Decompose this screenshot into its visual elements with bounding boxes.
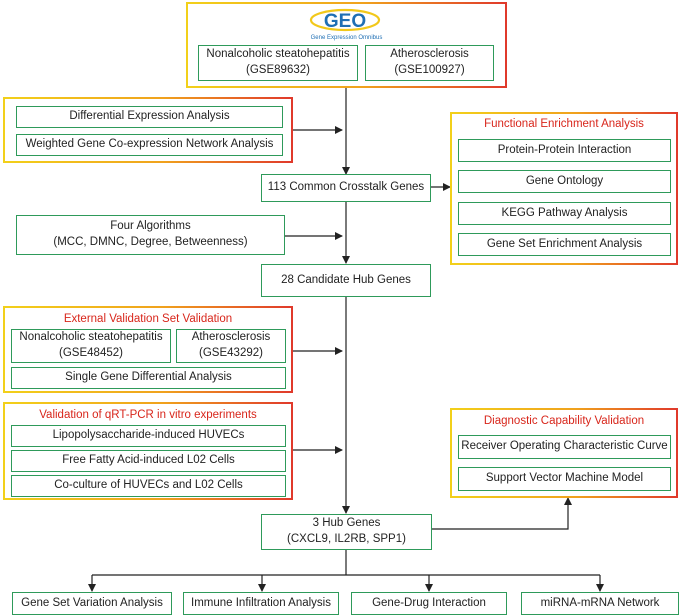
dataset-nash-gse48452: Nonalcoholic steatohepatitis (GSE48452) [11, 329, 171, 363]
functional-item: Gene Ontology [458, 170, 671, 193]
wgcna: Weighted Gene Co-expression Network Anal… [16, 134, 283, 156]
qrt-pcr-group: Validation of qRT-PCR in vitro experimen… [3, 402, 293, 500]
qrt-item: Co-culture of HUVECs and L02 Cells [11, 475, 286, 497]
dataset-as-gse100927: Atherosclerosis (GSE100927) [365, 45, 494, 81]
external-validation-title: External Validation Set Validation [63, 313, 233, 325]
functional-item: KEGG Pathway Analysis [458, 202, 671, 225]
immune-infiltration-analysis: Immune Infiltration Analysis [183, 592, 339, 615]
diagnostic-item: Receiver Operating Characteristic Curve [458, 435, 671, 459]
qrt-pcr-title: Validation of qRT-PCR in vitro experimen… [39, 409, 257, 421]
mirna-mrna-network: miRNA-mRNA Network [521, 592, 679, 615]
qrt-item: Lipopolysaccharide-induced HUVECs [11, 425, 286, 447]
diagnostic-validation-group: Diagnostic Capability Validation Receive… [450, 408, 678, 498]
functional-item: Gene Set Enrichment Analysis [458, 233, 671, 256]
gene-set-variation-analysis: Gene Set Variation Analysis [12, 592, 172, 615]
external-validation-group: External Validation Set Validation Nonal… [3, 306, 293, 393]
gene-drug-interaction: Gene-Drug Interaction [351, 592, 507, 615]
common-crosstalk-genes: 113 Common Crosstalk Genes [261, 174, 431, 202]
hub-genes: 3 Hub Genes (CXCL9, IL2RB, SPP1) [261, 514, 432, 550]
candidate-hub-genes: 28 Candidate Hub Genes [261, 264, 431, 297]
geo-logo-icon: GEO [309, 8, 381, 32]
differential-expression-analysis: Differential Expression Analysis [16, 106, 283, 128]
qrt-item: Free Fatty Acid-induced L02 Cells [11, 450, 286, 472]
functional-enrichment-title: Functional Enrichment Analysis [484, 118, 644, 130]
functional-item: Protein-Protein Interaction [458, 139, 671, 162]
diagnostic-item: Support Vector Machine Model [458, 467, 671, 491]
analysis-group: Differential Expression Analysis Weighte… [3, 97, 293, 163]
dataset-as-gse43292: Atherosclerosis (GSE43292) [176, 329, 286, 363]
single-gene-differential-analysis: Single Gene Differential Analysis [11, 367, 286, 389]
four-algorithms: Four Algorithms (MCC, DMNC, Degree, Betw… [16, 215, 285, 255]
dataset-nash-gse89632: Nonalcoholic steatohepatitis (GSE89632) [198, 45, 358, 81]
geo-logo-text: GEO [324, 11, 366, 32]
geo-logo-subtitle: Gene Expression Omnibus [310, 35, 383, 41]
arrow-to-diagnostic [432, 497, 572, 530]
functional-enrichment-group: Functional Enrichment Analysis Protein-P… [450, 112, 678, 265]
geo-group: GEO Gene Expression Omnibus Nonalcoholic… [186, 2, 507, 88]
diagnostic-validation-title: Diagnostic Capability Validation [483, 415, 645, 427]
